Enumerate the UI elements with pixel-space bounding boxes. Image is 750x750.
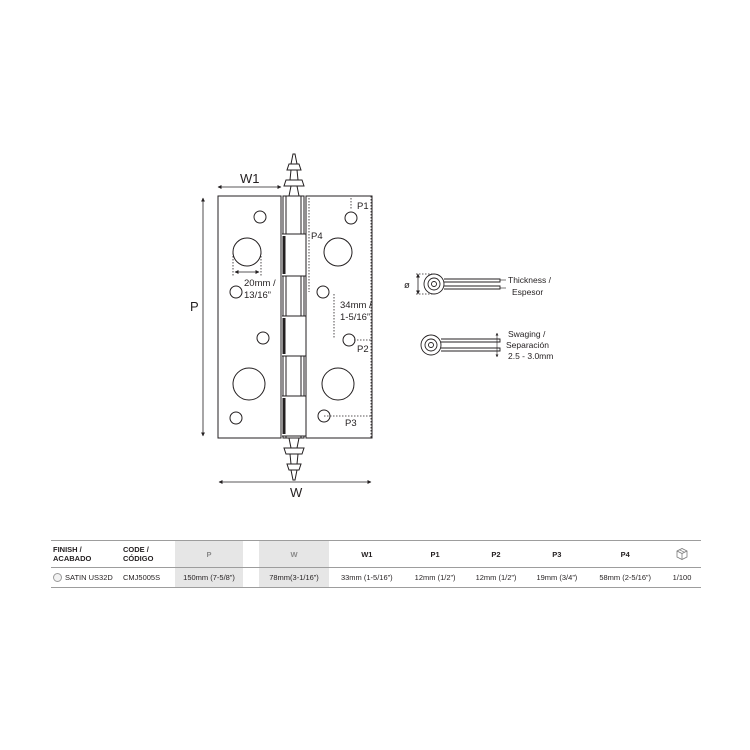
swaging-line3: 2.5 - 3.0mm	[508, 351, 553, 361]
header-p4: P4	[587, 540, 663, 568]
swaging-line2: Separación	[506, 340, 549, 350]
header-p1: P1	[404, 540, 466, 568]
label-diameter: ø	[404, 280, 410, 291]
screw-hole	[229, 411, 243, 425]
right-leaf	[305, 195, 373, 439]
header-box	[663, 540, 701, 568]
header-p2: P2	[465, 540, 527, 568]
table-header-row: FINISH / ACABADO CODE / CÓDIGO P W W1 P1…	[51, 540, 701, 568]
thickness-line2: Espesor	[512, 287, 543, 297]
table-row: SATIN US32D CMJ5005S 150mm (7-5/8”) 78mm…	[51, 567, 701, 588]
hole-spacing-line1: 34mm /	[340, 300, 372, 311]
thickness-line1: Thickness /	[508, 275, 552, 285]
finish-value: SATIN US32D	[65, 572, 113, 582]
cell-p: 150mm (7-5/8”)	[175, 567, 243, 588]
box-icon	[676, 547, 688, 560]
screw-hole	[253, 210, 267, 224]
label-p4: P4	[311, 231, 323, 242]
header-finish: FINISH / ACABADO	[51, 540, 121, 568]
hinge-technical-drawing: W1 P W P1 P4 20mm / 13/16” 34mm / 1-5/16…	[190, 153, 553, 500]
header-p3: P3	[526, 540, 588, 568]
swaging-line1: Swaging /	[508, 329, 546, 339]
screw-hole	[316, 285, 330, 299]
finish-swatch-icon	[53, 573, 62, 583]
screw-hole	[344, 211, 358, 225]
label-p3: P3	[345, 418, 357, 429]
screw-hole	[256, 331, 270, 345]
cell-finish: SATIN US32D	[51, 567, 121, 588]
header-w1: W1	[329, 540, 405, 568]
dimension-lines	[201, 185, 372, 484]
label-w1: W1	[240, 171, 260, 186]
cell-p3: 19mm (3/4”)	[526, 567, 588, 588]
label-p2: P2	[357, 344, 369, 355]
cell-p4: 58mm (2-5/16”)	[587, 567, 663, 588]
diameter-dimension	[416, 273, 434, 295]
knuckle-segment	[282, 395, 307, 437]
header-p: P	[175, 540, 243, 568]
knuckle-segment	[282, 233, 307, 277]
bottom-finial	[283, 437, 305, 481]
header-code-line1: CODE /	[123, 545, 149, 554]
cell-w: 78mm(3-1/16”)	[259, 567, 329, 588]
thickness-side-view	[423, 273, 506, 295]
spec-table: FINISH / ACABADO CODE / CÓDIGO P W W1 P1…	[51, 540, 701, 588]
table-gap	[243, 540, 259, 568]
header-code-line2: CÓDIGO	[123, 554, 154, 563]
screw-hole	[321, 367, 355, 401]
hole-size-line2: 13/16”	[244, 290, 271, 301]
cell-w1: 33mm (1-5/16”)	[329, 567, 405, 588]
screw-hole	[232, 367, 266, 401]
header-finish-line2: ACABADO	[53, 554, 92, 563]
cell-p2: 12mm (1/2”)	[465, 567, 527, 588]
swaging-side-view	[420, 332, 501, 358]
top-finial	[283, 153, 305, 197]
table-gap	[243, 567, 259, 588]
label-w: W	[290, 485, 303, 500]
knuckle-segment	[282, 315, 307, 357]
hinge-front-view	[217, 153, 373, 481]
cell-code: CMJ5005S	[121, 567, 175, 588]
label-p: P	[190, 299, 199, 314]
header-code: CODE / CÓDIGO	[121, 540, 175, 568]
header-w: W	[259, 540, 329, 568]
cell-qty: 1/100	[663, 567, 701, 588]
hole-spacing-line2: 1-5/16”	[340, 312, 370, 323]
screw-hole	[229, 285, 243, 299]
cell-p1: 12mm (1/2”)	[404, 567, 466, 588]
label-p1: P1	[357, 201, 369, 212]
header-finish-line1: FINISH /	[53, 545, 82, 554]
left-leaf	[217, 195, 282, 439]
screw-hole	[323, 237, 353, 267]
screw-hole	[232, 237, 262, 267]
hole-size-line1: 20mm /	[244, 278, 276, 289]
